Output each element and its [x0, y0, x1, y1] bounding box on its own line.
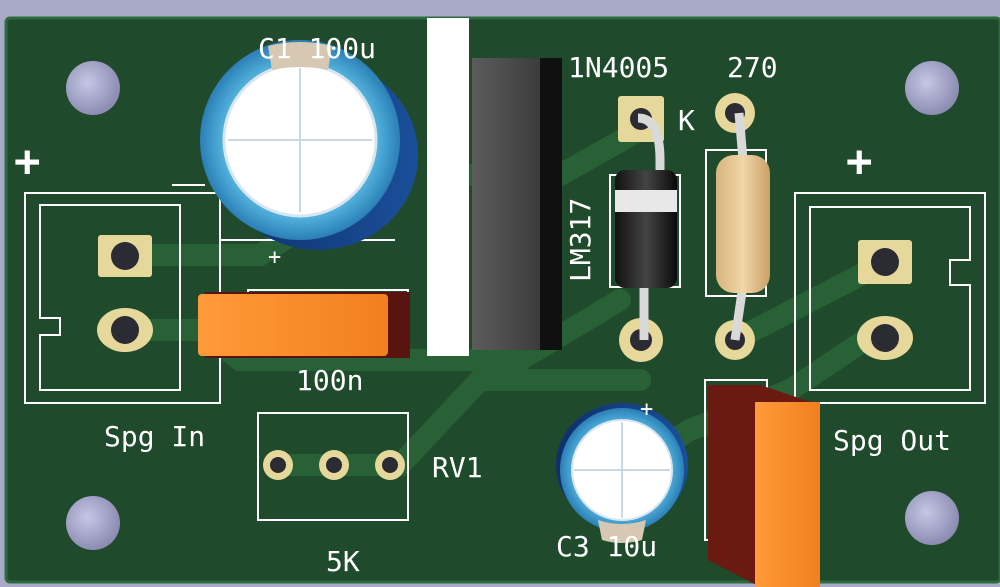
diode-1n4005	[609, 96, 681, 362]
label-pot-ref: RV1	[432, 451, 483, 484]
label-pot-value: 5K	[326, 545, 360, 578]
label-diode: 1N4005	[568, 51, 669, 84]
mounting-hole	[905, 61, 959, 115]
capacitor-c3	[556, 403, 688, 543]
mounting-hole	[905, 491, 959, 545]
label-c2: 100n	[296, 364, 363, 397]
label-regulator: LM317	[564, 198, 597, 282]
mounting-hole	[66, 496, 120, 550]
resistor-270	[705, 93, 770, 360]
label-output: Spg Out	[833, 424, 951, 457]
capacitor-c1	[172, 40, 418, 250]
label-c3: C3 10u	[556, 530, 657, 563]
output-connector	[794, 192, 986, 404]
potentiometer-rv1	[257, 412, 409, 521]
regulator-lm317	[427, 18, 562, 356]
plus-input: +	[14, 136, 41, 187]
label-c1: C1 100u	[258, 32, 376, 65]
label-resistor: 270	[727, 51, 778, 84]
capacitor-output-box	[704, 379, 820, 587]
label-cathode: K	[678, 104, 695, 137]
mounting-holes	[66, 61, 959, 550]
label-input: Spg In	[104, 420, 205, 453]
input-connector	[24, 192, 221, 404]
mounting-hole	[66, 61, 120, 115]
plus-c1: +	[268, 245, 281, 270]
capacitor-c2	[198, 289, 410, 358]
plus-output: +	[846, 136, 873, 187]
plus-c3: +	[640, 397, 653, 422]
silkscreen-labels: C1 100u 1N4005 270 K LM317 100n Spg In S…	[14, 32, 951, 578]
